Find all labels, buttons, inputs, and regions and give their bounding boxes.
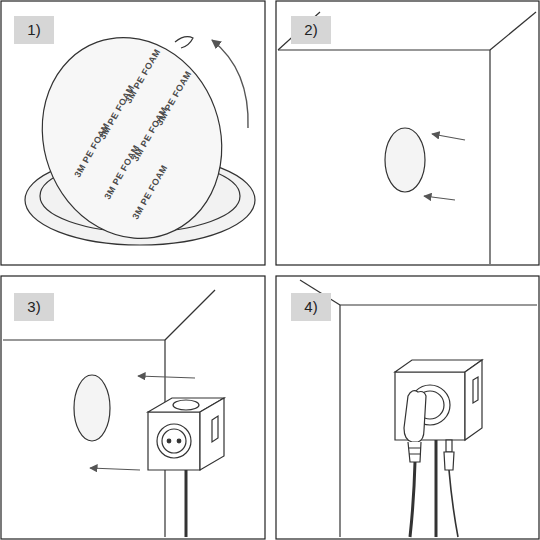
press-arrow [432, 134, 465, 140]
panel-frame [276, 276, 539, 539]
panel-frame [1, 1, 265, 265]
power-cube [148, 398, 224, 470]
usb-plug [444, 440, 454, 470]
plug [404, 391, 426, 462]
step-number: 4) [291, 293, 331, 321]
panel-frame [276, 1, 539, 265]
wall [278, 12, 536, 264]
press-arrow [138, 376, 195, 378]
step-number: 1) [14, 16, 54, 44]
cable [185, 470, 188, 537]
peel-arrow [212, 40, 248, 128]
step-number: 2) [291, 16, 331, 44]
panel-frame [1, 276, 265, 539]
adhesive-pad [74, 375, 110, 441]
wall [300, 280, 537, 537]
adhesive-pad [385, 128, 425, 192]
foam-pad [14, 12, 249, 264]
step-number: 3) [14, 293, 54, 321]
press-arrow [424, 196, 455, 200]
cable [410, 462, 415, 537]
press-arrow [90, 468, 140, 470]
wall [3, 290, 215, 537]
cable [435, 440, 438, 537]
cable [449, 470, 458, 537]
